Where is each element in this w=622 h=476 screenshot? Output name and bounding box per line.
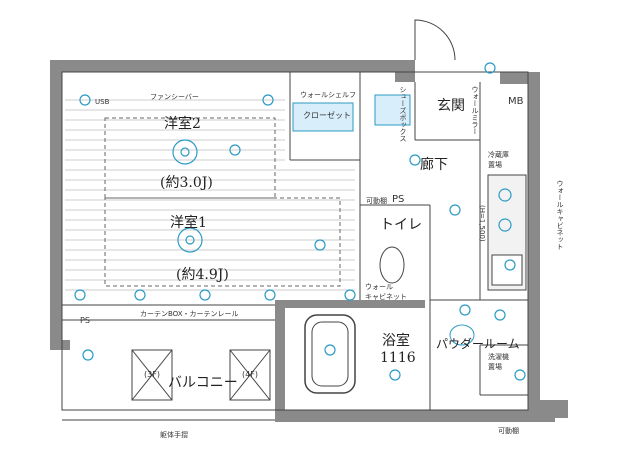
room-bath-name: 浴室 [382, 333, 410, 349]
wall-cabinet-label: ウォールキャビネット [556, 180, 564, 250]
curtain-label: カーテンBOX・カーテンレール [140, 310, 239, 318]
fixtures [74, 62, 526, 381]
wall-mirror-label: ウォールミラー [471, 86, 479, 135]
floor-hatching [65, 99, 355, 291]
movable-shelf-label: 可動棚 [498, 427, 519, 435]
balcony-4f-label: (4F) [242, 370, 258, 379]
ps-label-1: PS [392, 194, 405, 205]
washer-label: 洗濯機 置場 [488, 353, 509, 371]
room-toilet: トイレ [380, 217, 422, 233]
height-label: (H=1,500) [478, 205, 486, 242]
balcony-3f-label: (3F) [144, 370, 160, 379]
room-western1-size: (約4.9J) [176, 267, 229, 283]
room-hallway: 廊下 [420, 157, 448, 173]
room-bath-size: 1116 [380, 350, 416, 366]
handrail-label: 躯体手摺 [160, 431, 188, 439]
room-western2-name: 洋室2 [164, 116, 201, 132]
room-western2-size: (約3.0J) [160, 175, 213, 191]
toilet-bowl [379, 246, 405, 284]
dashed-lines [104, 117, 341, 287]
bathtub [304, 314, 356, 394]
usb-label: USB [95, 98, 110, 106]
fridge-label: 冷蔵庫 置場 [488, 151, 509, 169]
shoebox-fill [374, 94, 411, 126]
room-entrance: 玄関 [437, 98, 465, 114]
closet-fill [292, 102, 354, 132]
fancy-bar-label: ファンシーバー [150, 93, 199, 101]
bathtub-inner [311, 321, 349, 387]
walls [50, 60, 568, 422]
vanity-sink [449, 324, 475, 346]
wall-shelf-label: ウォールシェルフ [300, 91, 356, 99]
toilet-cabinet-label: ウォール キャビネット [365, 283, 407, 301]
shoe-box-label: シューズボックス [399, 86, 407, 142]
interior-walls [61, 71, 529, 411]
room-balcony: バルコニー [168, 375, 238, 391]
room-western1-name: 洋室1 [170, 215, 207, 231]
entrance-door [414, 19, 456, 61]
balcony-units [62, 349, 275, 421]
mb-label: MB [508, 96, 524, 107]
closet-label: クローゼット [303, 111, 351, 120]
movable-label: 可動棚 [366, 197, 387, 205]
room-powder: パウダールーム [436, 337, 520, 351]
stove [491, 254, 523, 286]
ps-label-2: PS [80, 316, 90, 325]
